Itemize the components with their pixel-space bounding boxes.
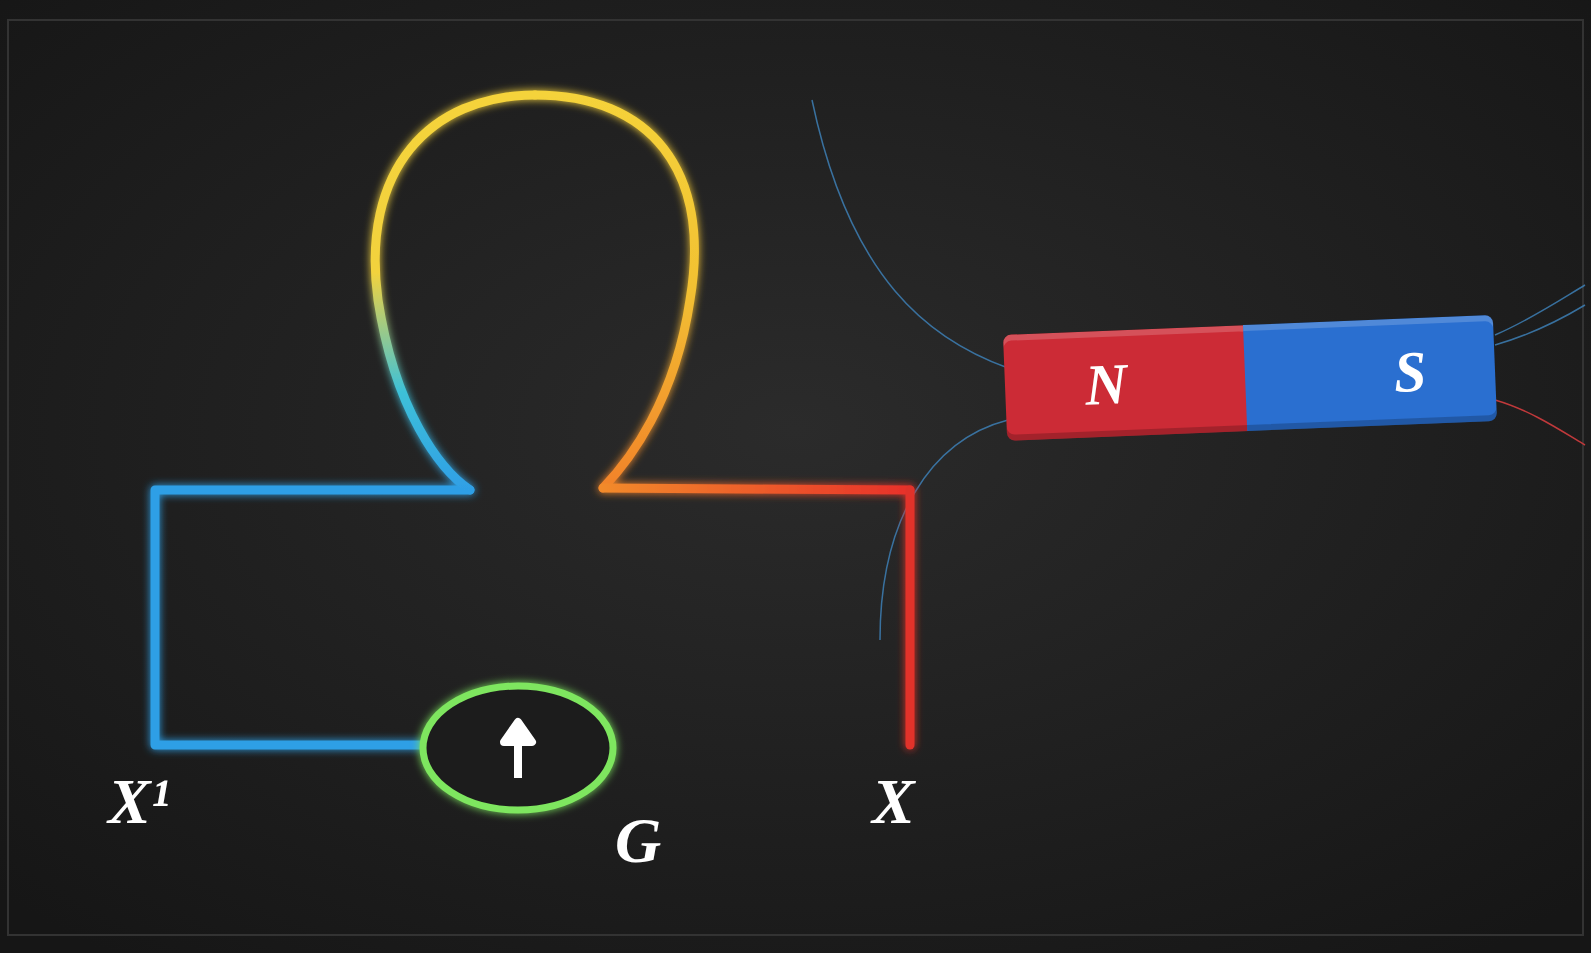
magnet-north-pole: N — [1003, 325, 1249, 441]
pole-label: N — [1084, 349, 1129, 418]
magnet-south-pole: S — [1243, 315, 1497, 431]
meter-label: G — [615, 804, 661, 878]
terminal-label: X — [872, 765, 915, 839]
terminal-label: X¹ — [108, 765, 170, 839]
pole-label: S — [1392, 337, 1427, 405]
galvanometer: G — [423, 686, 613, 810]
